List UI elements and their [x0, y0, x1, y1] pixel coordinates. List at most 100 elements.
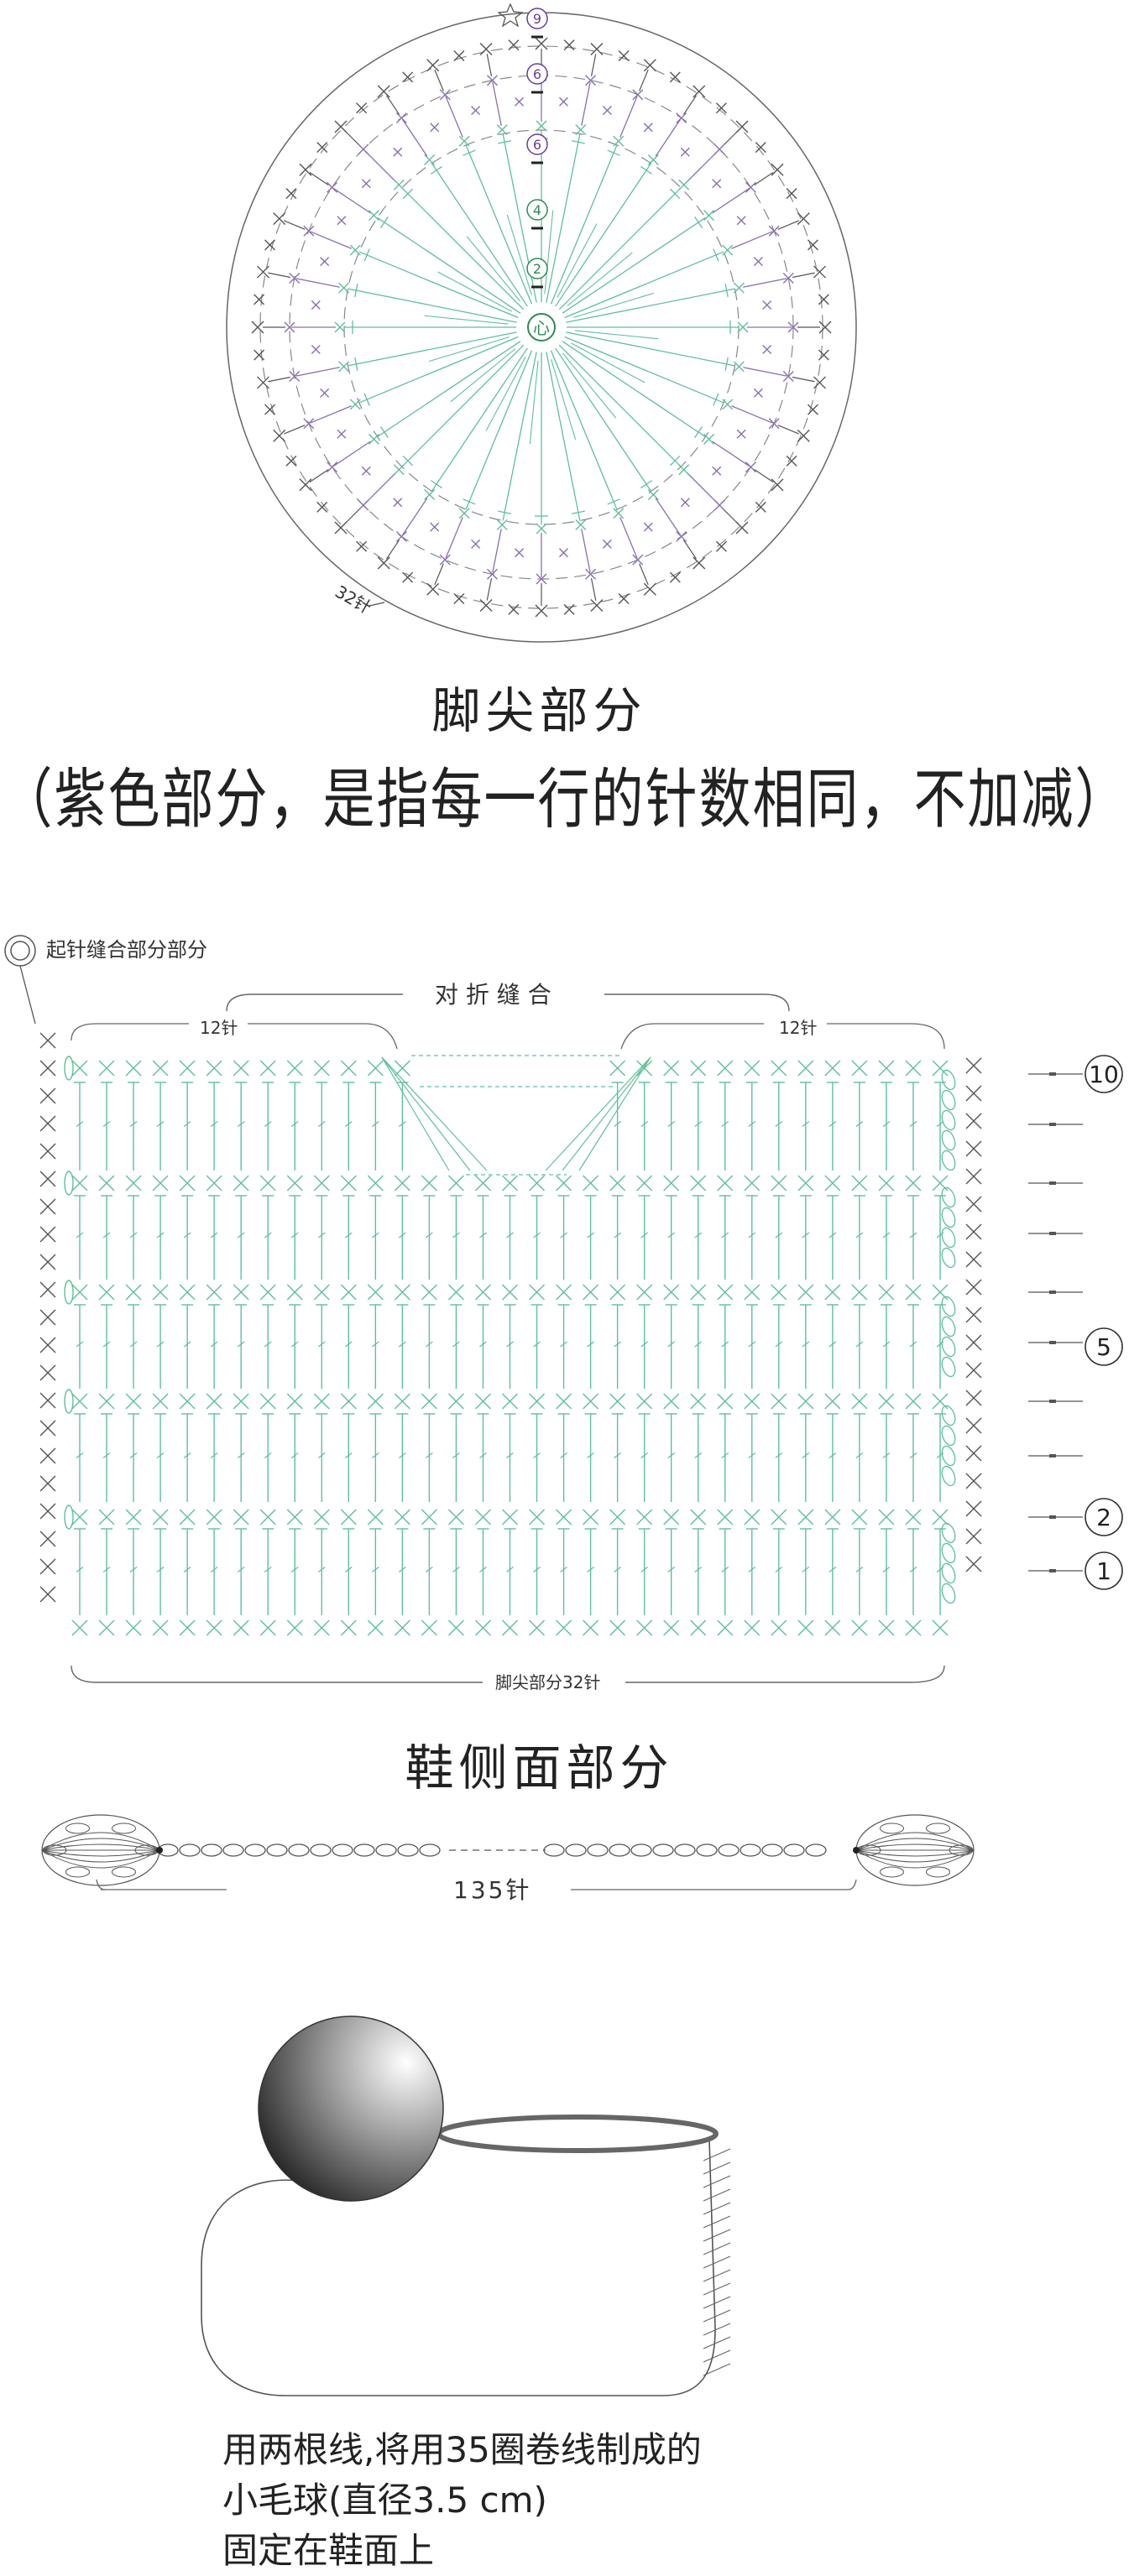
side-dc-stitch [772, 1528, 785, 1615]
toe-sc-stitch [316, 142, 328, 154]
toe-dc-spoke-purple [686, 149, 719, 183]
side-sc-stitch [529, 1284, 546, 1301]
toe-sc-stitch [818, 321, 832, 334]
toe-sc-stitch [643, 59, 656, 72]
side-sc-stitch [556, 1619, 572, 1636]
side-sc-stitch [233, 1060, 249, 1077]
toe-dc-spoke-outer [682, 540, 697, 560]
cord-chain-oval [783, 1843, 805, 1857]
side-sc-stitch [717, 1175, 734, 1192]
toe-dc-spoke [431, 347, 528, 492]
toe-inner-spoke [544, 210, 554, 295]
edge-sc-stitch [965, 1085, 982, 1102]
cord-stitch-count: 135针 [453, 1876, 531, 1904]
row-marker-tick [1049, 1181, 1056, 1185]
side-sc-stitch [636, 1175, 653, 1192]
side-sc-stitch [797, 1060, 814, 1077]
side-dc-stitch [504, 1195, 516, 1280]
toe-inner-spoke [557, 223, 598, 298]
side-dc-stitch [101, 1304, 113, 1389]
side-dc-stitch [316, 1082, 328, 1171]
side-sc-stitch [206, 1619, 222, 1636]
toe-sc-stitch [647, 154, 659, 165]
side-sc-stitch [340, 1175, 357, 1192]
side-dc-stitch [611, 1304, 624, 1389]
side-sc-stitch [286, 1284, 303, 1301]
edge-sc-stitch [39, 1558, 56, 1575]
toe-sc-stitch [486, 75, 498, 86]
side-sc-stitch [690, 1393, 707, 1410]
toe-dc-spoke-purple [619, 96, 638, 138]
side-dc-stitch [880, 1528, 892, 1615]
decrease-line [578, 1056, 651, 1171]
toe-dc-top [713, 393, 719, 406]
side-dc-stitch [369, 1304, 382, 1389]
side-dc-stitch [101, 1528, 113, 1615]
toe-sc-stitch [337, 429, 347, 439]
toe-sc-stitch [575, 519, 587, 530]
side-dc-stitch [208, 1304, 221, 1389]
toe-dc-spoke [558, 187, 682, 310]
toe-sc-stitch [338, 282, 350, 294]
turning-chain-oval [941, 1207, 956, 1228]
toe-inner-spoke [437, 271, 512, 312]
side-sc-stitch [394, 1284, 410, 1301]
side-sc-stitch [98, 1619, 115, 1636]
side-dc-stitch [504, 1304, 516, 1389]
toe-dc-spoke-purple [492, 529, 502, 573]
toe-dc-spoke-outer [434, 563, 444, 585]
toe-dc-spoke-purple [492, 81, 502, 126]
side-sc-stitch [259, 1175, 276, 1192]
side-dc-stitch [692, 1528, 704, 1615]
toe-stitch-count: 32针 [332, 581, 374, 618]
side-sc-stitch [474, 1284, 491, 1301]
side-dc-stitch [799, 1082, 812, 1171]
toe-sc-stitch [786, 455, 797, 467]
side-sc-stitch [233, 1509, 249, 1525]
instruction-line: 用两根线,将用35圈卷线制成的 [222, 2429, 702, 2470]
side-sc-stitch [98, 1509, 115, 1525]
toe-sc-stitch [762, 344, 772, 354]
side-dc-stitch [504, 1413, 516, 1502]
toe-sc-stitch [715, 102, 727, 114]
side-dc-stitch [880, 1413, 892, 1502]
toe-dc-spoke-outer [486, 578, 493, 601]
side-dc-stitch [396, 1413, 409, 1502]
side-dc-stitch [101, 1082, 113, 1171]
side-sc-stitch [340, 1060, 357, 1077]
toe-dc-top [571, 140, 585, 144]
toe-inner-spoke [551, 359, 577, 441]
toe-sc-stitch [536, 120, 547, 132]
side-sc-stitch [717, 1060, 734, 1077]
toe-center-circle [527, 313, 556, 342]
side-sc-stitch [259, 1619, 276, 1636]
decrease-line [562, 1056, 651, 1171]
side-sc-stitch [797, 1284, 814, 1301]
toe-sc-stitch [745, 461, 756, 473]
side-dc-stitch [316, 1195, 328, 1280]
side-sc-stitch [206, 1284, 222, 1301]
toe-dc-spoke-outer [590, 54, 597, 76]
side-dc-stitch [235, 1195, 248, 1280]
side-dc-stitch [692, 1082, 704, 1171]
edge-sc-stitch [39, 1171, 56, 1187]
toe-dc-top [669, 188, 681, 200]
side-sc-stitch [394, 1175, 410, 1192]
toe-dc-spoke [564, 336, 724, 404]
instruction-line: 小毛球(直径3.5 cm) [222, 2480, 547, 2521]
row-number-label: 1 [1096, 1557, 1111, 1585]
cord-chain-oval [310, 1843, 332, 1857]
chain-oval [64, 1056, 74, 1081]
toe-dc-spoke [546, 352, 581, 521]
edge-sc-stitch [39, 1254, 56, 1270]
side-dc-stitch [101, 1413, 113, 1502]
toe-sc-stitch [807, 404, 818, 415]
toe-dc-spoke-purple [686, 472, 719, 505]
side-dc-stitch [396, 1082, 409, 1171]
cord-chain-oval [222, 1843, 244, 1857]
side-sc-stitch [179, 1619, 196, 1636]
side-dc-stitch [531, 1304, 543, 1389]
side-dc-stitch [853, 1528, 865, 1615]
toe-dc-spoke [401, 187, 525, 310]
side-dc-stitch [638, 1082, 651, 1171]
